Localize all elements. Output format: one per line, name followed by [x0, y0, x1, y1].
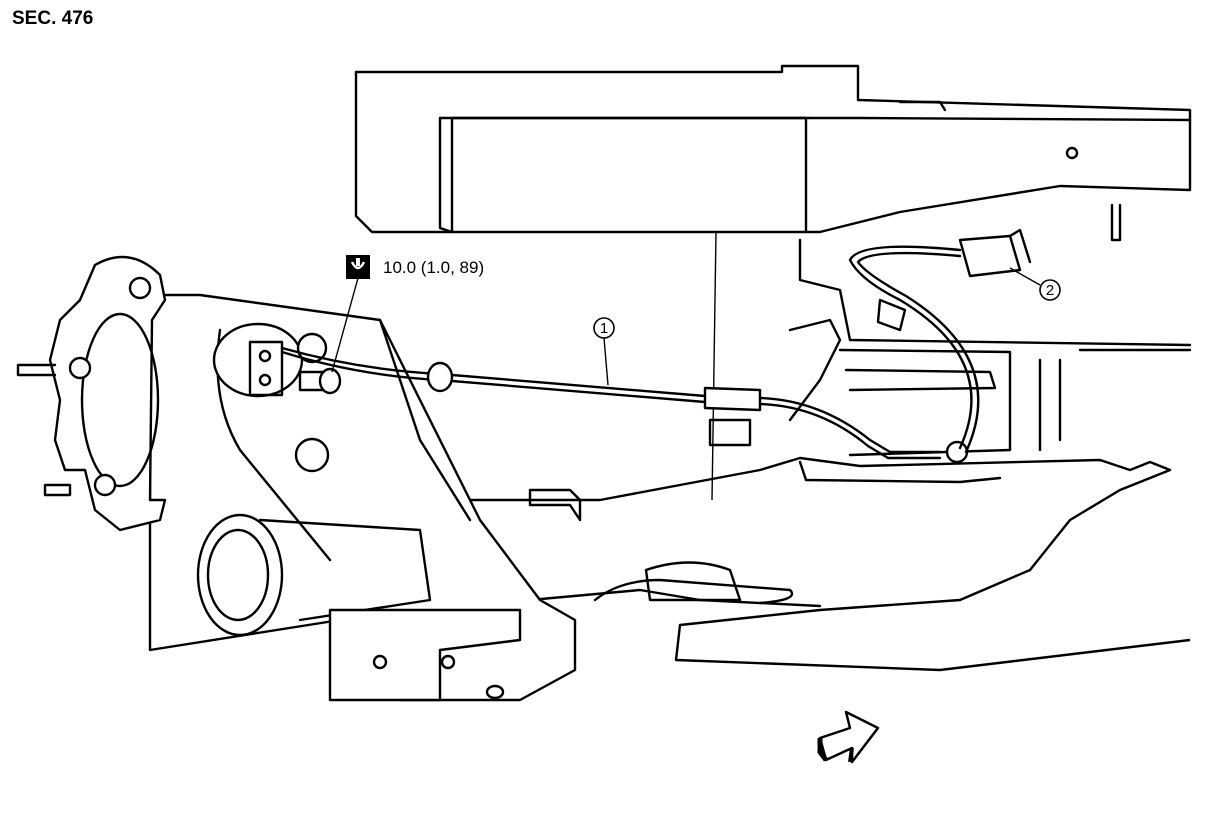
callout-2-leader — [1009, 267, 1041, 286]
body-edge — [711, 231, 717, 501]
callout-1-label: 1 — [600, 320, 608, 337]
knuckle-carrier — [148, 293, 577, 702]
torque-leader-line — [331, 277, 359, 373]
torque-spec-label: 10.0 (1.0, 89) — [383, 258, 485, 277]
suspension-structure — [708, 238, 1192, 457]
hub-flange — [16, 255, 167, 532]
callout-2: 2 — [1039, 279, 1061, 301]
front-direction-arrow-icon — [817, 710, 880, 764]
callout-2-label: 2 — [1046, 282, 1054, 299]
lower-link — [468, 456, 1191, 672]
torque-wrench-icon — [346, 255, 370, 279]
callout-1: 1 — [593, 317, 615, 339]
callout-1-leader — [603, 337, 609, 386]
frame-upper — [354, 64, 1192, 242]
wheel-sensor-harness — [248, 228, 1032, 464]
section-label: SEC. 476 — [12, 8, 94, 29]
